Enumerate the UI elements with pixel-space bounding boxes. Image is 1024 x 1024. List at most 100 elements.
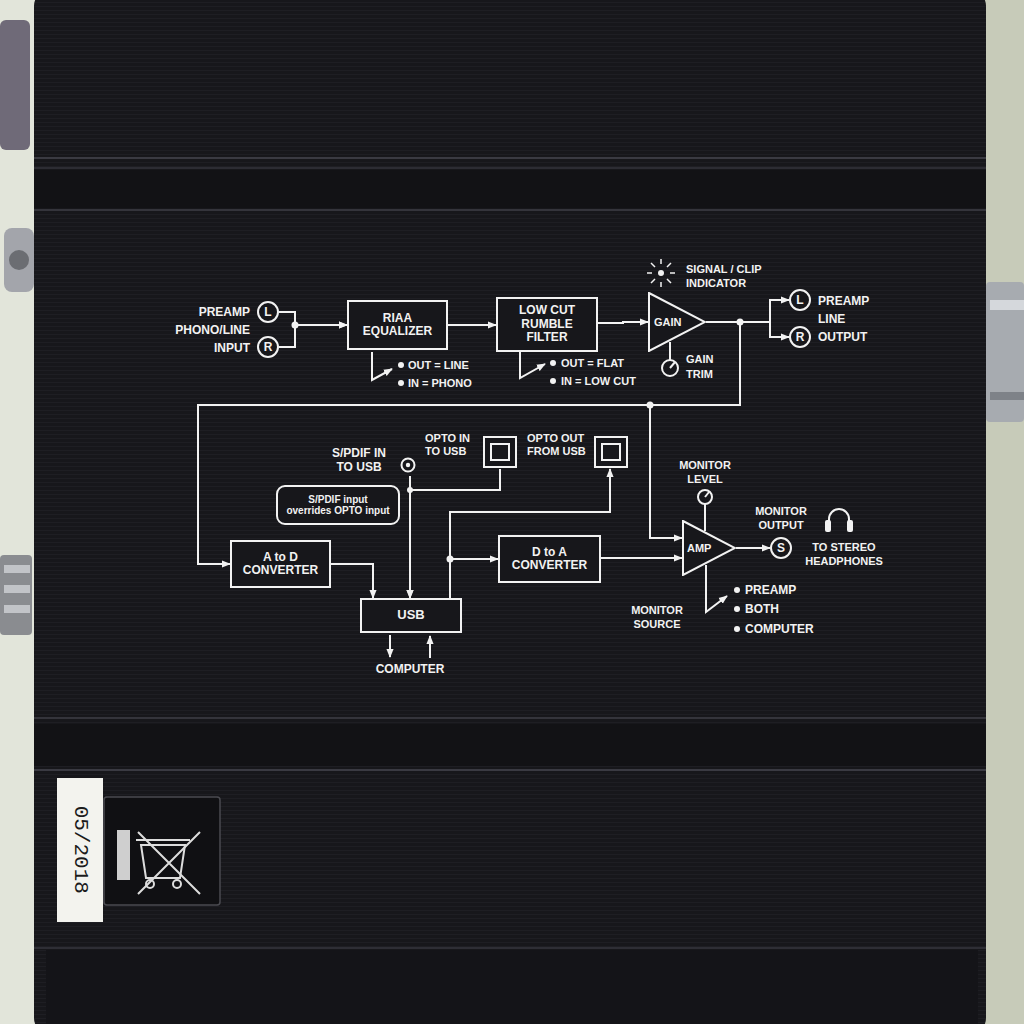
trim-stem xyxy=(669,342,671,360)
side-connector-ridge xyxy=(4,565,30,573)
jack-symbol xyxy=(400,457,416,473)
optical-jack: OPTO OUT FROM USB xyxy=(527,432,629,469)
node-text: S/PDIF input overrides OPTO input xyxy=(286,494,391,516)
amplifier-triangle-shape xyxy=(683,521,735,575)
note-box: S/PDIF input overrides OPTO input xyxy=(276,485,400,525)
signal-connector xyxy=(450,469,610,598)
ear-cup xyxy=(847,520,853,532)
switch-position-label: BOTH xyxy=(745,602,825,616)
panel-groove xyxy=(34,157,986,159)
ear-cup xyxy=(825,520,831,532)
input-label: PREAMP PHONO/LINE INPUT xyxy=(146,303,250,357)
date-sticker: 05/2018 xyxy=(57,778,103,922)
node-text: GAIN xyxy=(654,316,682,328)
panel-groove xyxy=(34,717,986,719)
amplifier-triangle: GAIN xyxy=(648,292,706,352)
node-text: 05/2018 xyxy=(68,806,92,894)
node-text: AMP xyxy=(687,542,711,554)
switch-position-label: IN = LOW CUT xyxy=(561,375,653,388)
switch-position-label: COMPUTER xyxy=(745,622,835,636)
output-jack-circle: R xyxy=(789,326,811,348)
node-text: D to A CONVERTER xyxy=(505,546,594,573)
side-jack xyxy=(0,20,30,150)
node-text: LOW CUT RUMBLE FILTER xyxy=(503,304,591,344)
node-text: R xyxy=(796,331,805,343)
process-box: USB xyxy=(360,598,462,633)
aluminium-panel xyxy=(34,0,986,1024)
switch-position-dot xyxy=(734,606,740,612)
process-box: RIAA EQUALIZER xyxy=(347,300,448,350)
output-label: TO STEREO HEADPHONES xyxy=(798,540,890,568)
output-jack-circle: L xyxy=(789,289,811,311)
jack-symbol xyxy=(594,436,628,468)
signal-connector xyxy=(198,322,740,564)
filter-switch xyxy=(520,352,545,378)
signal-connector xyxy=(706,300,789,322)
signal-connector xyxy=(448,324,496,326)
control-label: MONITOR SOURCE xyxy=(616,603,698,631)
output-jack-circle: S xyxy=(770,537,792,559)
jack-ring xyxy=(402,459,415,472)
panel-ridge xyxy=(34,724,986,766)
jack-outer xyxy=(484,437,516,467)
side-jack-hole xyxy=(9,250,29,270)
input-jack-circle: R xyxy=(257,336,279,358)
switch-position-label: OUT = LINE xyxy=(408,359,488,372)
side-knob xyxy=(986,282,1024,422)
signal-connector xyxy=(736,547,770,549)
switch-position-dot xyxy=(734,587,740,593)
panel-step xyxy=(46,950,978,1024)
level-knob xyxy=(698,490,712,504)
panel-groove xyxy=(34,769,986,771)
signal-connector xyxy=(650,322,740,538)
side-connector-ridge xyxy=(4,585,30,593)
jack-inner xyxy=(602,444,620,460)
switch-position-dot xyxy=(550,360,556,366)
node-text: R xyxy=(264,341,273,353)
knob-shadow xyxy=(990,392,1024,400)
headband xyxy=(829,509,849,526)
panel-groove xyxy=(34,167,986,169)
node-text: L xyxy=(264,306,271,318)
node-text: OPTO IN TO USB xyxy=(425,432,479,457)
signal-connector xyxy=(601,557,682,559)
indicator-label: SIGNAL / CLIP INDICATOR xyxy=(686,262,786,290)
panel-groove xyxy=(34,209,986,211)
control-label: GAIN TRIM xyxy=(686,352,736,382)
indicator-led xyxy=(658,270,664,276)
side-jack xyxy=(4,228,34,292)
control-label: MONITOR LEVEL xyxy=(665,458,745,486)
side-connector xyxy=(0,555,32,635)
jack-outer xyxy=(595,437,627,467)
output-label: MONITOR OUTPUT xyxy=(742,504,820,532)
port-label: COMPUTER xyxy=(355,662,465,676)
amplifier-triangle-shape xyxy=(649,293,705,351)
coaxial-jack: S/PDIF IN TO USB xyxy=(326,447,420,476)
usb-in-arrow xyxy=(429,636,431,658)
signal-connector xyxy=(331,564,373,598)
panel-ridge xyxy=(34,170,986,208)
switch-position-dot xyxy=(550,378,556,384)
level-stem xyxy=(704,504,706,531)
panel-groove xyxy=(34,947,986,949)
signal-connector xyxy=(279,325,347,347)
right-surround xyxy=(984,0,1024,1024)
weee-symbol xyxy=(104,797,220,905)
node-text: OPTO OUT FROM USB xyxy=(527,432,591,457)
switch-position-dot xyxy=(398,380,404,386)
clip-indicator-symbol xyxy=(647,259,675,287)
bin-cross xyxy=(138,832,200,894)
node-text: A to D CONVERTER xyxy=(237,551,324,578)
process-box: D to A CONVERTER xyxy=(498,535,601,583)
signal-connector xyxy=(279,312,347,325)
optical-jack: OPTO IN TO USB xyxy=(425,432,518,469)
symbol-bar xyxy=(117,830,130,880)
switch-position-dot xyxy=(734,626,740,632)
signal-connector xyxy=(410,469,500,598)
bin-wheel xyxy=(173,880,181,888)
process-box: LOW CUT RUMBLE FILTER xyxy=(496,297,598,352)
node-text: S xyxy=(777,542,785,554)
symbol-frame xyxy=(104,797,220,905)
trim-knob-pointer xyxy=(670,362,675,368)
